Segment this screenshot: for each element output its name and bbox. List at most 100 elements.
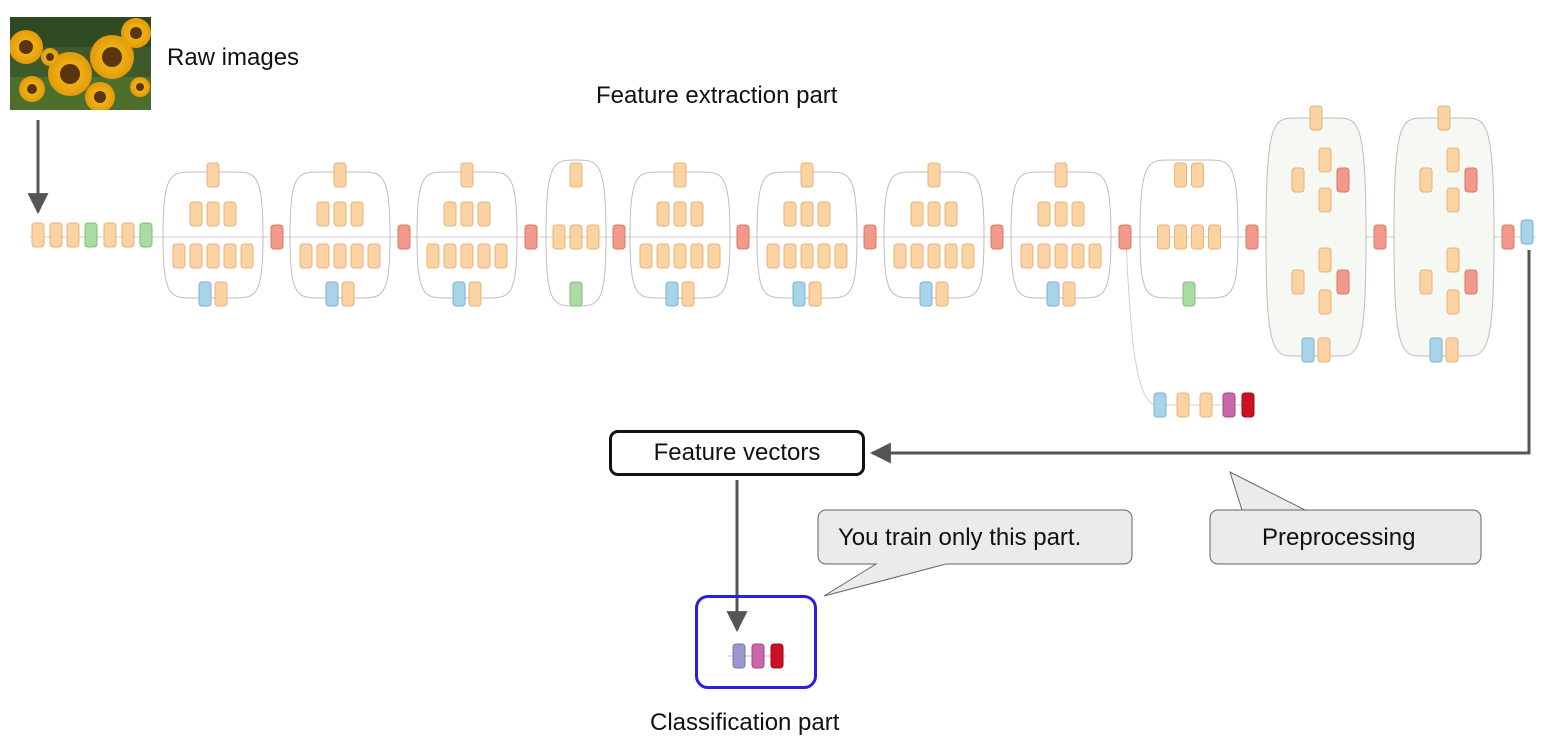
conv-layer-block — [443, 243, 457, 269]
aux-branch-line — [1125, 239, 1156, 406]
avgpool-layer-block — [325, 281, 339, 307]
inception-module-outline — [1393, 117, 1495, 357]
conv-layer-block — [1020, 243, 1034, 269]
pool-layer-block — [1464, 269, 1478, 295]
conv-layer-block — [681, 281, 695, 307]
fc-layer-block — [732, 643, 746, 669]
preprocessing-callout-text: Preprocessing — [1262, 524, 1416, 551]
conv-layer-block — [316, 243, 330, 269]
conv-layer-block — [477, 243, 491, 269]
avgpool-layer-block — [1153, 392, 1167, 418]
conv-layer-block — [1419, 167, 1433, 193]
conv-layer-block — [443, 201, 457, 227]
classification-layers — [728, 643, 786, 669]
conv-layer-block — [1317, 337, 1331, 363]
conv-layer-block — [1062, 281, 1076, 307]
conv-layer-block — [1157, 224, 1170, 250]
conv-layer-block — [1174, 162, 1187, 188]
conv-layer-block — [1037, 243, 1051, 269]
conv-layer-block — [1291, 269, 1305, 295]
conv-layer-block — [1037, 201, 1051, 227]
train-callout-text: You train only this part. — [838, 524, 1082, 551]
conv-layer-block — [1191, 162, 1204, 188]
conv-layer-block — [961, 243, 975, 269]
conv-layer-block — [1446, 147, 1460, 173]
inception-module-outline — [416, 171, 518, 299]
conv-layer-block — [189, 201, 203, 227]
feature-vectors-label: Feature vectors — [653, 439, 821, 466]
conv-layer-block — [1446, 247, 1460, 273]
pool-layer-block — [524, 224, 538, 250]
conv-layer-block — [1071, 243, 1085, 269]
conv-layer-block — [494, 243, 508, 269]
conv-layer-block — [673, 243, 687, 269]
avgpool-layer-block — [792, 281, 806, 307]
inception-module-outline — [1265, 117, 1367, 357]
conv-layer-block — [1318, 289, 1332, 315]
conv-layer-block — [103, 222, 117, 248]
concat-layer-block — [1182, 281, 1196, 307]
avgpool-layer-block — [452, 281, 466, 307]
conv-layer-block — [944, 243, 958, 269]
conv-layer-block — [316, 201, 330, 227]
conv-layer-block — [214, 281, 228, 307]
conv-layer-block — [1445, 337, 1459, 363]
conv-layer-block — [223, 201, 237, 227]
conv-layer-block — [1318, 247, 1332, 273]
conv-layer-block — [639, 243, 653, 269]
inception-module-outline — [289, 171, 391, 299]
conv-layer-block — [1176, 392, 1190, 418]
conv-layer-block — [783, 201, 797, 227]
conv-layer-block — [333, 243, 347, 269]
conv-layer-block — [1174, 224, 1187, 250]
conv-layer-block — [333, 201, 347, 227]
conv-layer-block — [944, 201, 958, 227]
softmax-layer-block — [1241, 392, 1255, 418]
conv-layer-block — [1419, 269, 1433, 295]
conv-layer-block — [673, 201, 687, 227]
conv-layer-block — [766, 243, 780, 269]
conv-layer-block — [800, 243, 814, 269]
conv-layer-block — [1088, 243, 1102, 269]
pool-layer-block — [397, 224, 411, 250]
conv-layer-block — [1446, 289, 1460, 315]
conv-layer-block — [673, 162, 687, 188]
sunflower-image — [10, 17, 151, 110]
conv-layer-block — [707, 243, 721, 269]
conv-layer-block — [350, 243, 364, 269]
conv-layer-block — [206, 201, 220, 227]
pool-layer-block — [863, 224, 877, 250]
conv-layer-block — [1208, 224, 1221, 250]
conv-layer-block — [1446, 187, 1460, 213]
raw-images-label: Raw images — [167, 44, 300, 71]
conv-layer-block — [240, 243, 254, 269]
conv-layer-block — [1191, 224, 1204, 250]
conv-layer-block — [569, 162, 583, 188]
conv-layer-block — [800, 162, 814, 188]
pool-layer-block — [1336, 167, 1350, 193]
conv-layer-block — [910, 243, 924, 269]
conv-layer-block — [1071, 201, 1085, 227]
conv-layer-block — [690, 201, 704, 227]
conv-layer-block — [910, 201, 924, 227]
avgpool-layer-block — [665, 281, 679, 307]
conv-layer-block — [1318, 147, 1332, 173]
conv-layer-block — [121, 222, 135, 248]
conv-layer-block — [477, 201, 491, 227]
conv-layer-block — [66, 222, 80, 248]
conv-layer-block — [333, 162, 347, 188]
classification-label: Classification part — [650, 709, 840, 736]
conv-layer-block — [817, 243, 831, 269]
conv-layer-block — [656, 201, 670, 227]
conv-layer-block — [893, 243, 907, 269]
avgpool-layer-block — [1520, 219, 1534, 245]
conv-layer-block — [927, 162, 941, 188]
inception-module-outline — [162, 171, 264, 299]
train-callout — [817, 509, 1133, 597]
conv-layer-block — [31, 222, 45, 248]
concat-layer-block — [84, 222, 98, 248]
conv-layer-block — [1309, 105, 1323, 131]
conv-layer-block — [460, 201, 474, 227]
conv-layer-block — [586, 224, 600, 250]
